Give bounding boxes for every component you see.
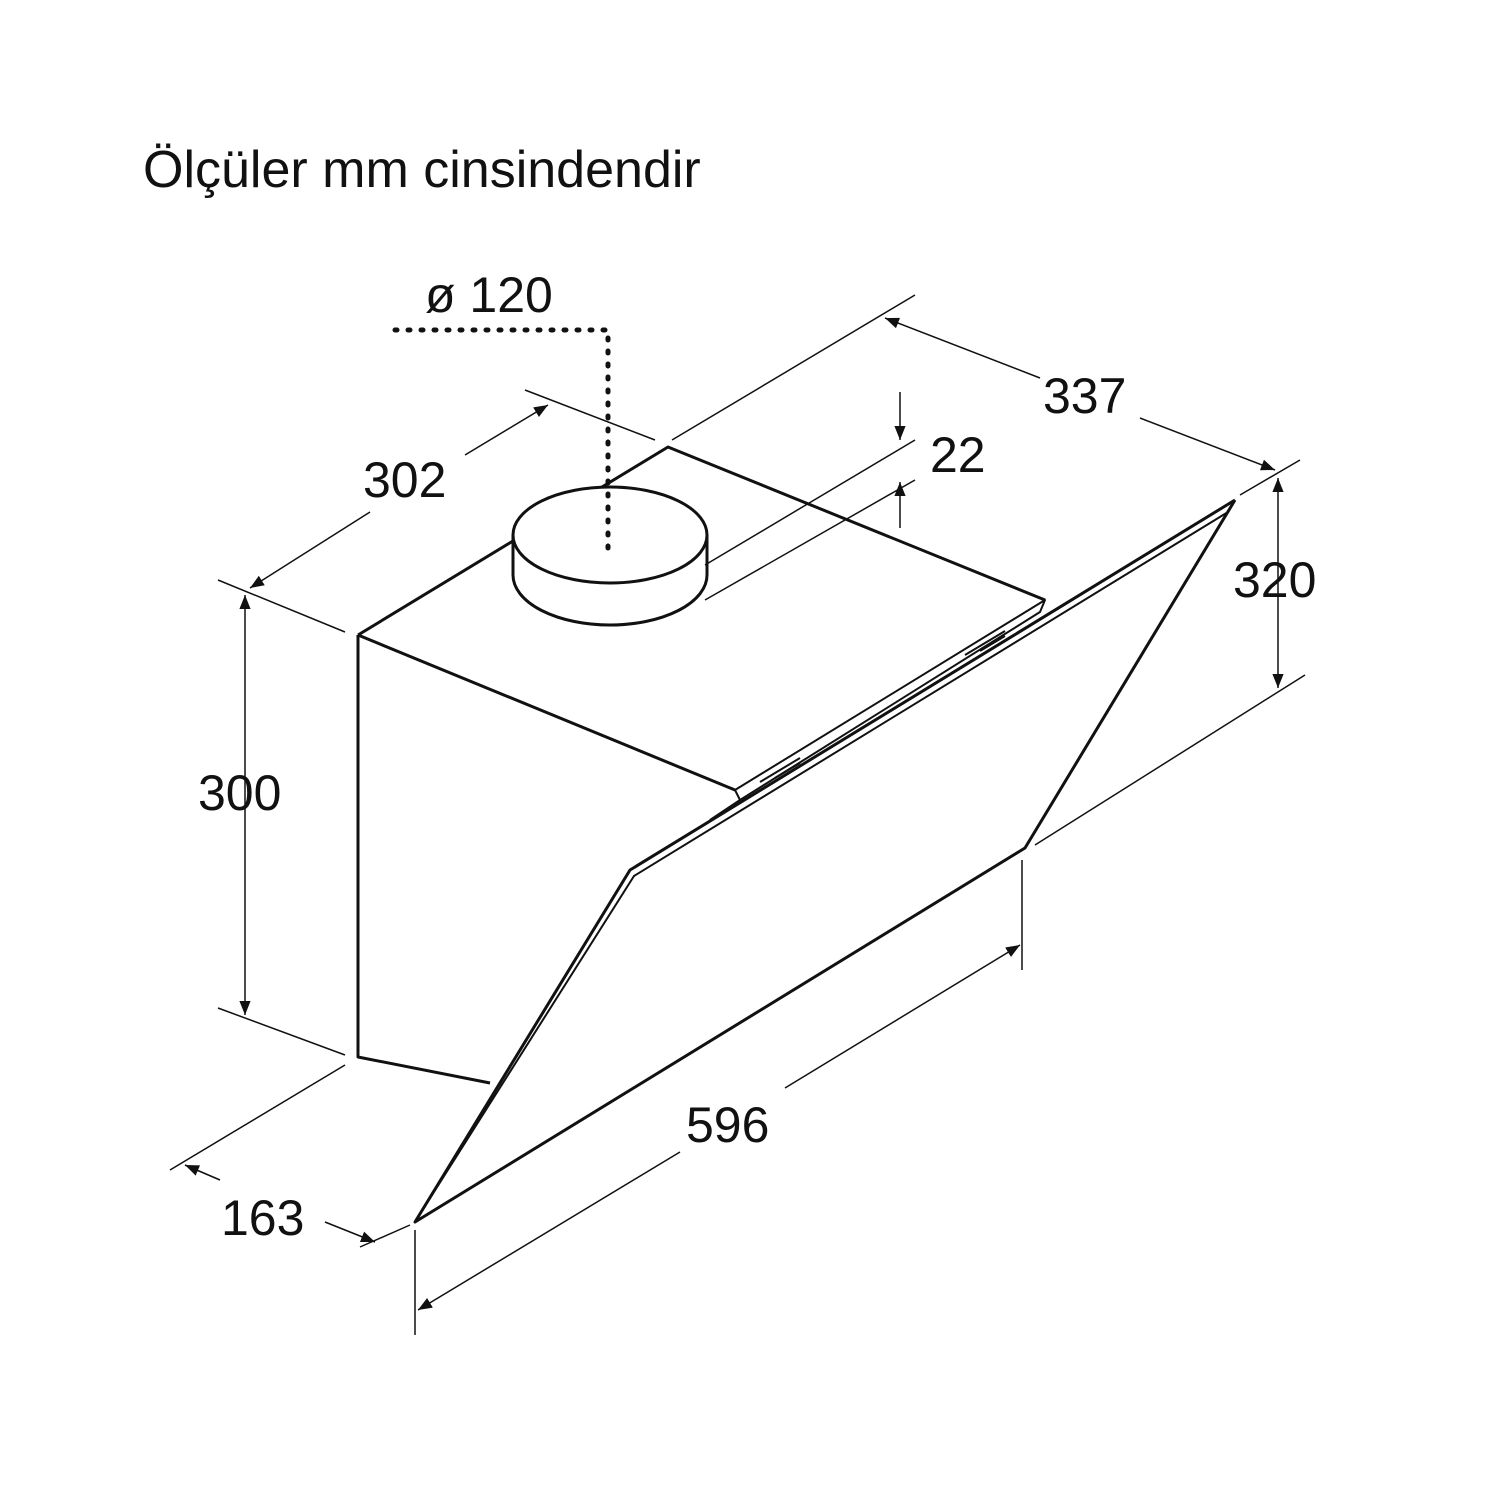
dimension-lines <box>169 294 1306 1335</box>
label-22: 22 <box>930 427 986 483</box>
glass-panel <box>413 498 1237 1224</box>
label-duct-diameter: ø 120 <box>425 267 553 323</box>
label-337: 337 <box>1043 368 1126 424</box>
label-300: 300 <box>198 765 281 821</box>
dimension-labels: ø 120 337 302 22 320 300 163 596 <box>198 267 1316 1246</box>
hood-body <box>356 445 1046 1085</box>
control-knobs <box>759 630 1006 783</box>
label-302: 302 <box>363 452 446 508</box>
label-320: 320 <box>1233 552 1316 608</box>
diagram-title: Ölçüler mm cinsindendir <box>143 141 701 199</box>
label-163: 163 <box>221 1190 304 1246</box>
label-596: 596 <box>686 1097 769 1153</box>
